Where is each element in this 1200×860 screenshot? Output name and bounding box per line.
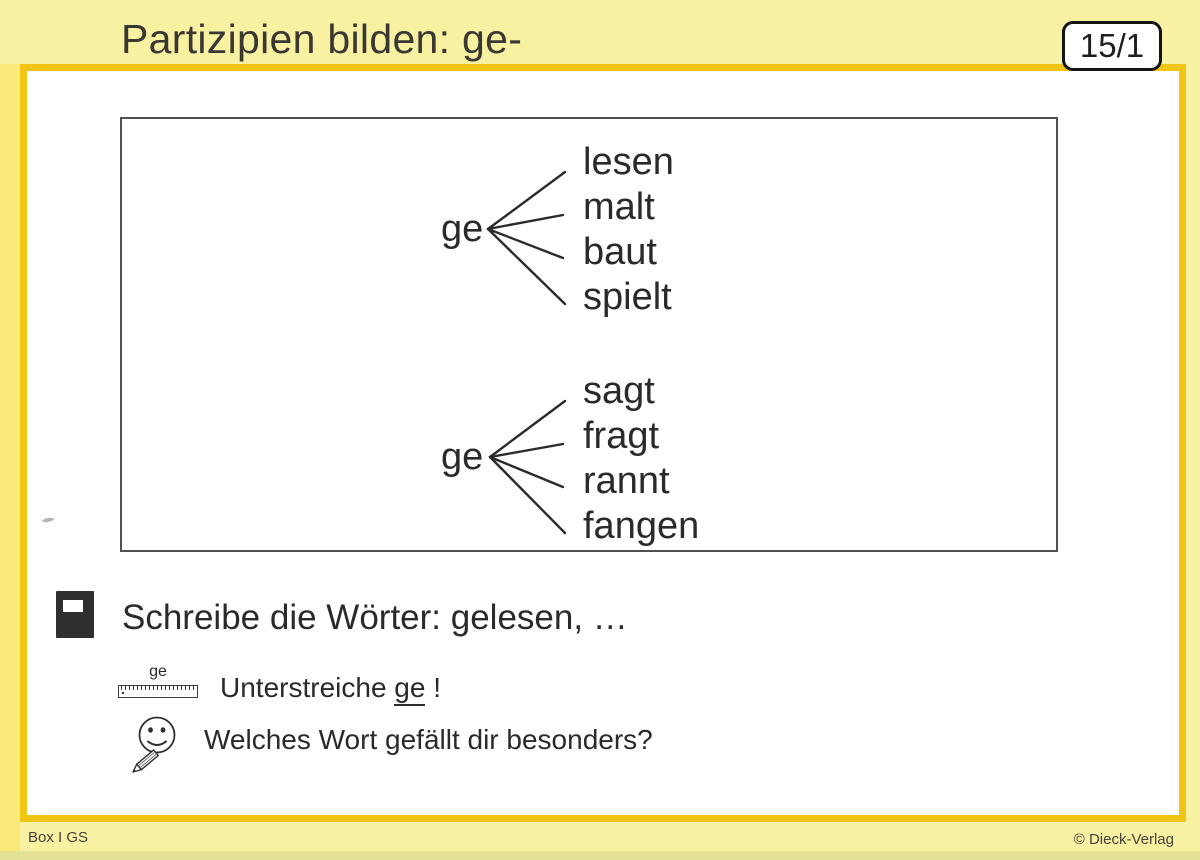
diagram-word: baut [583, 231, 657, 273]
footer-publisher: © Dieck-Verlag [1073, 831, 1174, 848]
ge-prefix-label: ge [441, 436, 484, 478]
notebook-icon [56, 591, 94, 638]
footer-box-label: Box I GS [28, 829, 89, 846]
task-write-text: Schreibe die Wörter: gelesen, … [122, 598, 628, 637]
task-favorite-text: Welches Wort gefällt dir besonders? [204, 724, 653, 755]
card-number: 15/1 [1079, 27, 1145, 64]
ruler-dot [122, 692, 124, 694]
task-underline-text-after: ! [425, 672, 442, 703]
ruler-icon [118, 685, 198, 698]
diagram-word: spielt [583, 276, 672, 318]
bottom-edge-strip [0, 851, 1200, 860]
diagram-word: malt [583, 186, 655, 228]
diagram-word: fragt [583, 415, 660, 457]
diagram-word: rannt [583, 460, 670, 502]
smiley-pencil-icon [132, 716, 176, 773]
diagram-word: fangen [583, 505, 700, 547]
diagram-word: sagt [583, 370, 655, 412]
task-underline-text-before: Unterstreiche [220, 672, 395, 703]
ruler-ge-label: ge [149, 663, 167, 680]
fan-lines [486, 170, 567, 535]
card-number-badge: 15/1 [1062, 21, 1162, 71]
task-underline-word: ge [394, 672, 426, 706]
diagram-box: ge lesen malt baut spielt ge sagt fragt … [120, 117, 1058, 552]
notebook-label [63, 600, 83, 612]
ge-prefix-label: ge [441, 208, 484, 250]
diagram-word: lesen [583, 141, 674, 183]
page-title: Partizipien bilden: ge- [121, 16, 523, 62]
left-edge-strip [0, 64, 20, 860]
ruler-ticks [121, 686, 195, 690]
task-underline-text: Unterstreiche ge ! [220, 672, 442, 706]
